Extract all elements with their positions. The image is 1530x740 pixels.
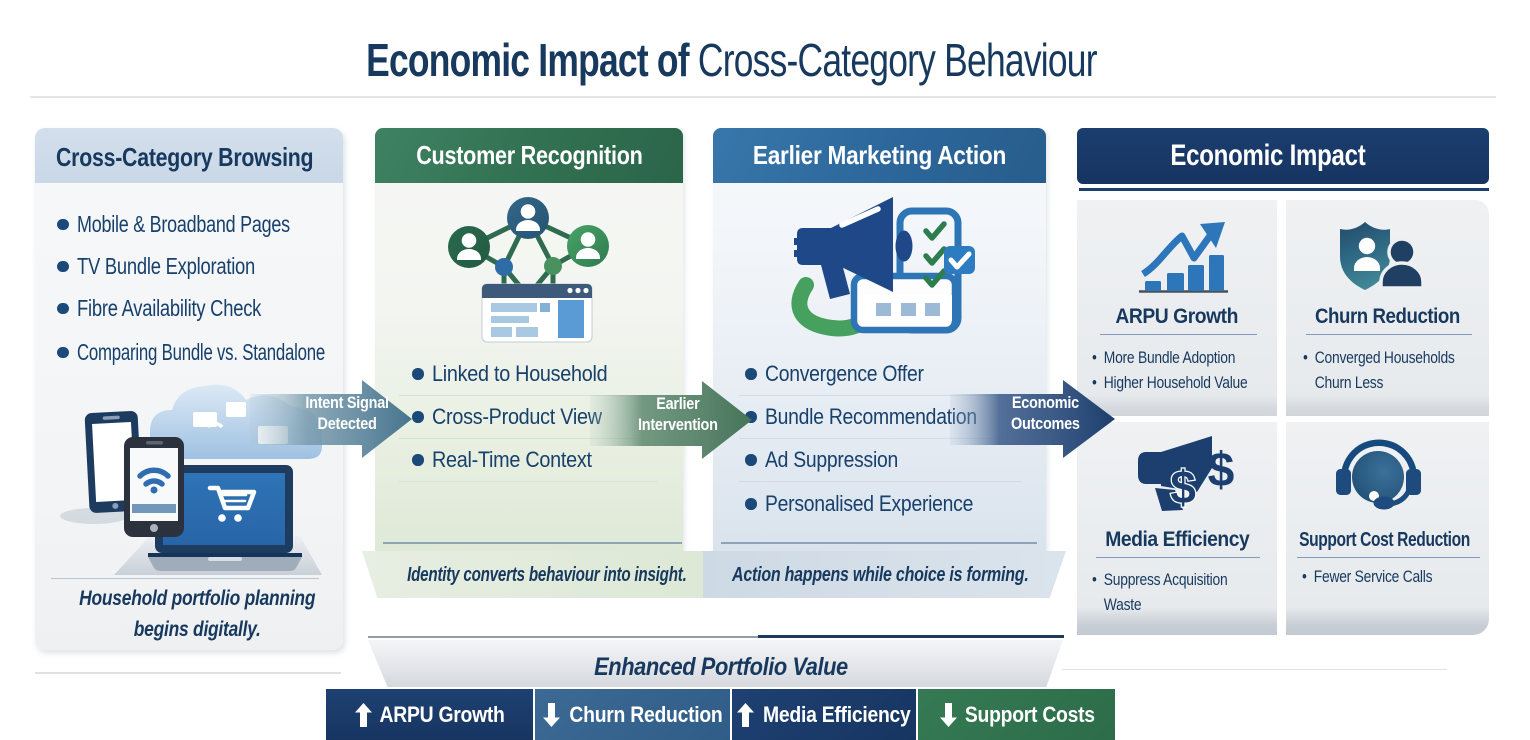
svg-text:$: $: [1170, 461, 1196, 513]
svg-text:$: $: [1208, 444, 1235, 497]
